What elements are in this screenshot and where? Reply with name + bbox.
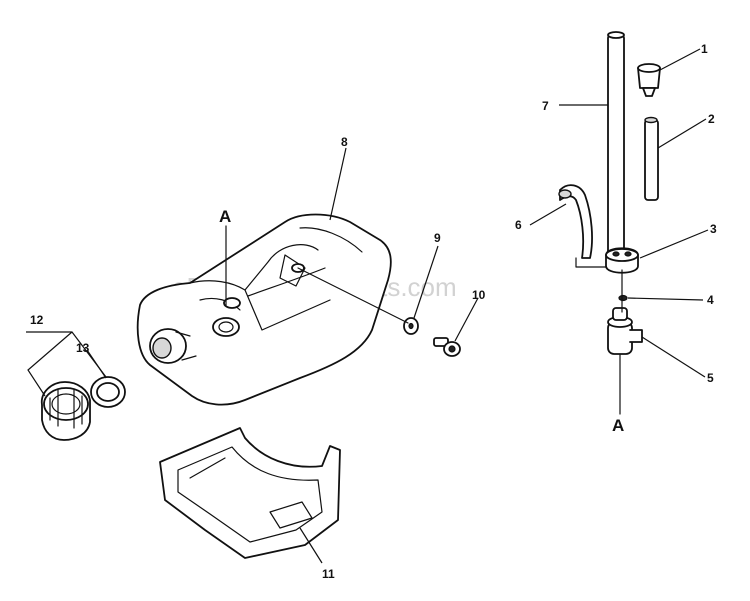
washer xyxy=(403,317,419,335)
callout-2: 2 xyxy=(708,112,715,126)
callout-9: 9 xyxy=(434,231,441,245)
leader-lines xyxy=(26,48,709,564)
callout-3: 3 xyxy=(710,222,717,236)
reference-a-right: A xyxy=(612,416,624,435)
return-line xyxy=(644,116,659,201)
callout-13: 13 xyxy=(76,341,90,355)
screw xyxy=(433,337,461,357)
tank-mount xyxy=(159,427,341,559)
vent-tube xyxy=(558,184,593,259)
callout-8: 8 xyxy=(341,135,348,149)
callout-10: 10 xyxy=(472,288,486,302)
fuel-tank xyxy=(136,213,392,406)
callout-12: 12 xyxy=(30,313,44,327)
cap-gasket xyxy=(90,376,126,408)
callout-6: 6 xyxy=(515,218,522,232)
callout-11: 11 xyxy=(322,567,335,581)
o-ring xyxy=(618,294,628,302)
grommet xyxy=(605,247,639,274)
filler-cap xyxy=(40,381,91,441)
fuel-pickup-tube xyxy=(607,31,625,256)
callout-5: 5 xyxy=(707,371,714,385)
callout-7: 7 xyxy=(542,99,549,113)
fuel-valve xyxy=(607,307,643,355)
callout-1: 1 xyxy=(701,42,708,56)
callout-4: 4 xyxy=(707,293,714,307)
reference-a-left: A xyxy=(219,207,231,226)
fuel-filter xyxy=(637,63,661,97)
